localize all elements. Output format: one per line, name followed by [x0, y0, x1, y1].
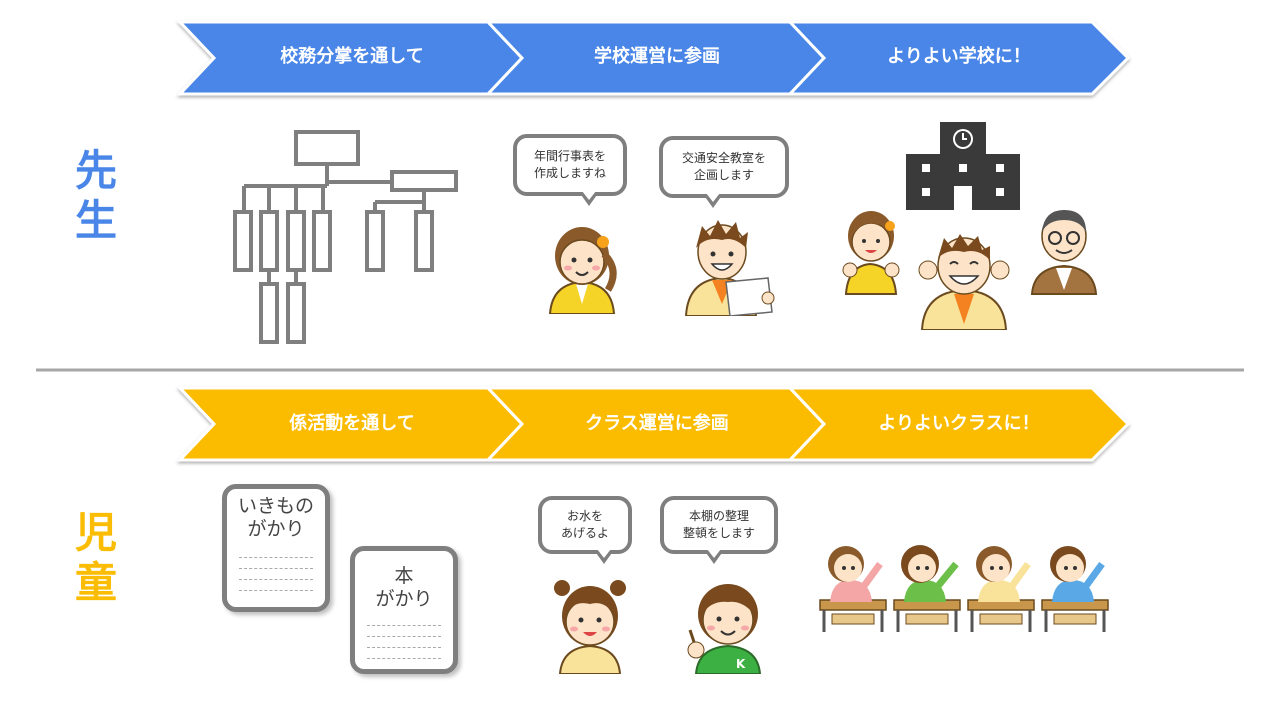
children-label-line2: 童 [74, 558, 117, 607]
boy-student-illustration: K [687, 584, 762, 674]
svg-text:K: K [736, 657, 746, 671]
children-label: 児 童 [66, 508, 126, 608]
teacher-step-2-label: 学校運営に参画 [594, 46, 720, 67]
book-duty-card: 本 がかり [350, 546, 458, 674]
living-things-duty-card: いきもの がかり [222, 484, 330, 612]
female-teacher-illustration [548, 227, 617, 314]
teacher-speech-bubble-1: 年間行事表を 作成しますね [513, 134, 627, 206]
cheering-teachers-illustration [842, 210, 1098, 330]
card2-line2: がかり [375, 588, 433, 610]
card2-line1: 本 [394, 565, 414, 587]
card1-ruled-lines [239, 547, 313, 591]
classroom-students-illustration [819, 545, 1109, 632]
teacher-step-1-label: 校務分掌を通して [280, 46, 424, 67]
children-step-3-arrow [786, 386, 1131, 462]
teacher-label-line1: 先 [74, 146, 117, 195]
org-chart-icon [233, 130, 458, 344]
child-speech-bubble-1: お水を あげるよ [538, 496, 632, 564]
children-label-line1: 児 [74, 508, 117, 557]
children-step-2-label: クラス運営に参画 [585, 413, 729, 434]
school-building-icon [906, 122, 1020, 210]
child-bubble-1-line1: お水を [566, 509, 603, 523]
teacher-step-3-arrow [786, 20, 1131, 96]
teacher-speech-bubble-2: 交通安全教室を 企画します [659, 136, 789, 208]
teacher-bubble-2-line1: 交通安全教室を [681, 151, 766, 165]
girl-student-illustration [554, 580, 626, 674]
male-teacher-illustration [684, 220, 775, 316]
teacher-bubble-1-line2: 作成しますね [533, 166, 606, 180]
children-step-1-label: 係活動を通して [289, 413, 415, 434]
children-step-3-label: よりよいクラスに！ [878, 413, 1040, 434]
child-bubble-2-line1: 本棚の整理 [688, 509, 749, 523]
teacher-bubble-2-line2: 企画します [693, 168, 754, 182]
teacher-bubble-1-line1: 年間行事表を [533, 149, 606, 163]
card1-line2: がかり [247, 518, 305, 540]
child-speech-bubble-2: 本棚の整理 整頓をします [660, 496, 778, 564]
child-bubble-2-line2: 整頓をします [682, 526, 755, 540]
card2-ruled-lines [367, 615, 441, 659]
teacher-label: 先 生 [66, 146, 126, 246]
card1-line1: いきもの [237, 495, 314, 517]
teacher-label-line2: 生 [74, 196, 117, 245]
teacher-step-3-label: よりよい学校に！ [887, 46, 1031, 67]
child-bubble-1-line2: あげるよ [560, 526, 609, 540]
